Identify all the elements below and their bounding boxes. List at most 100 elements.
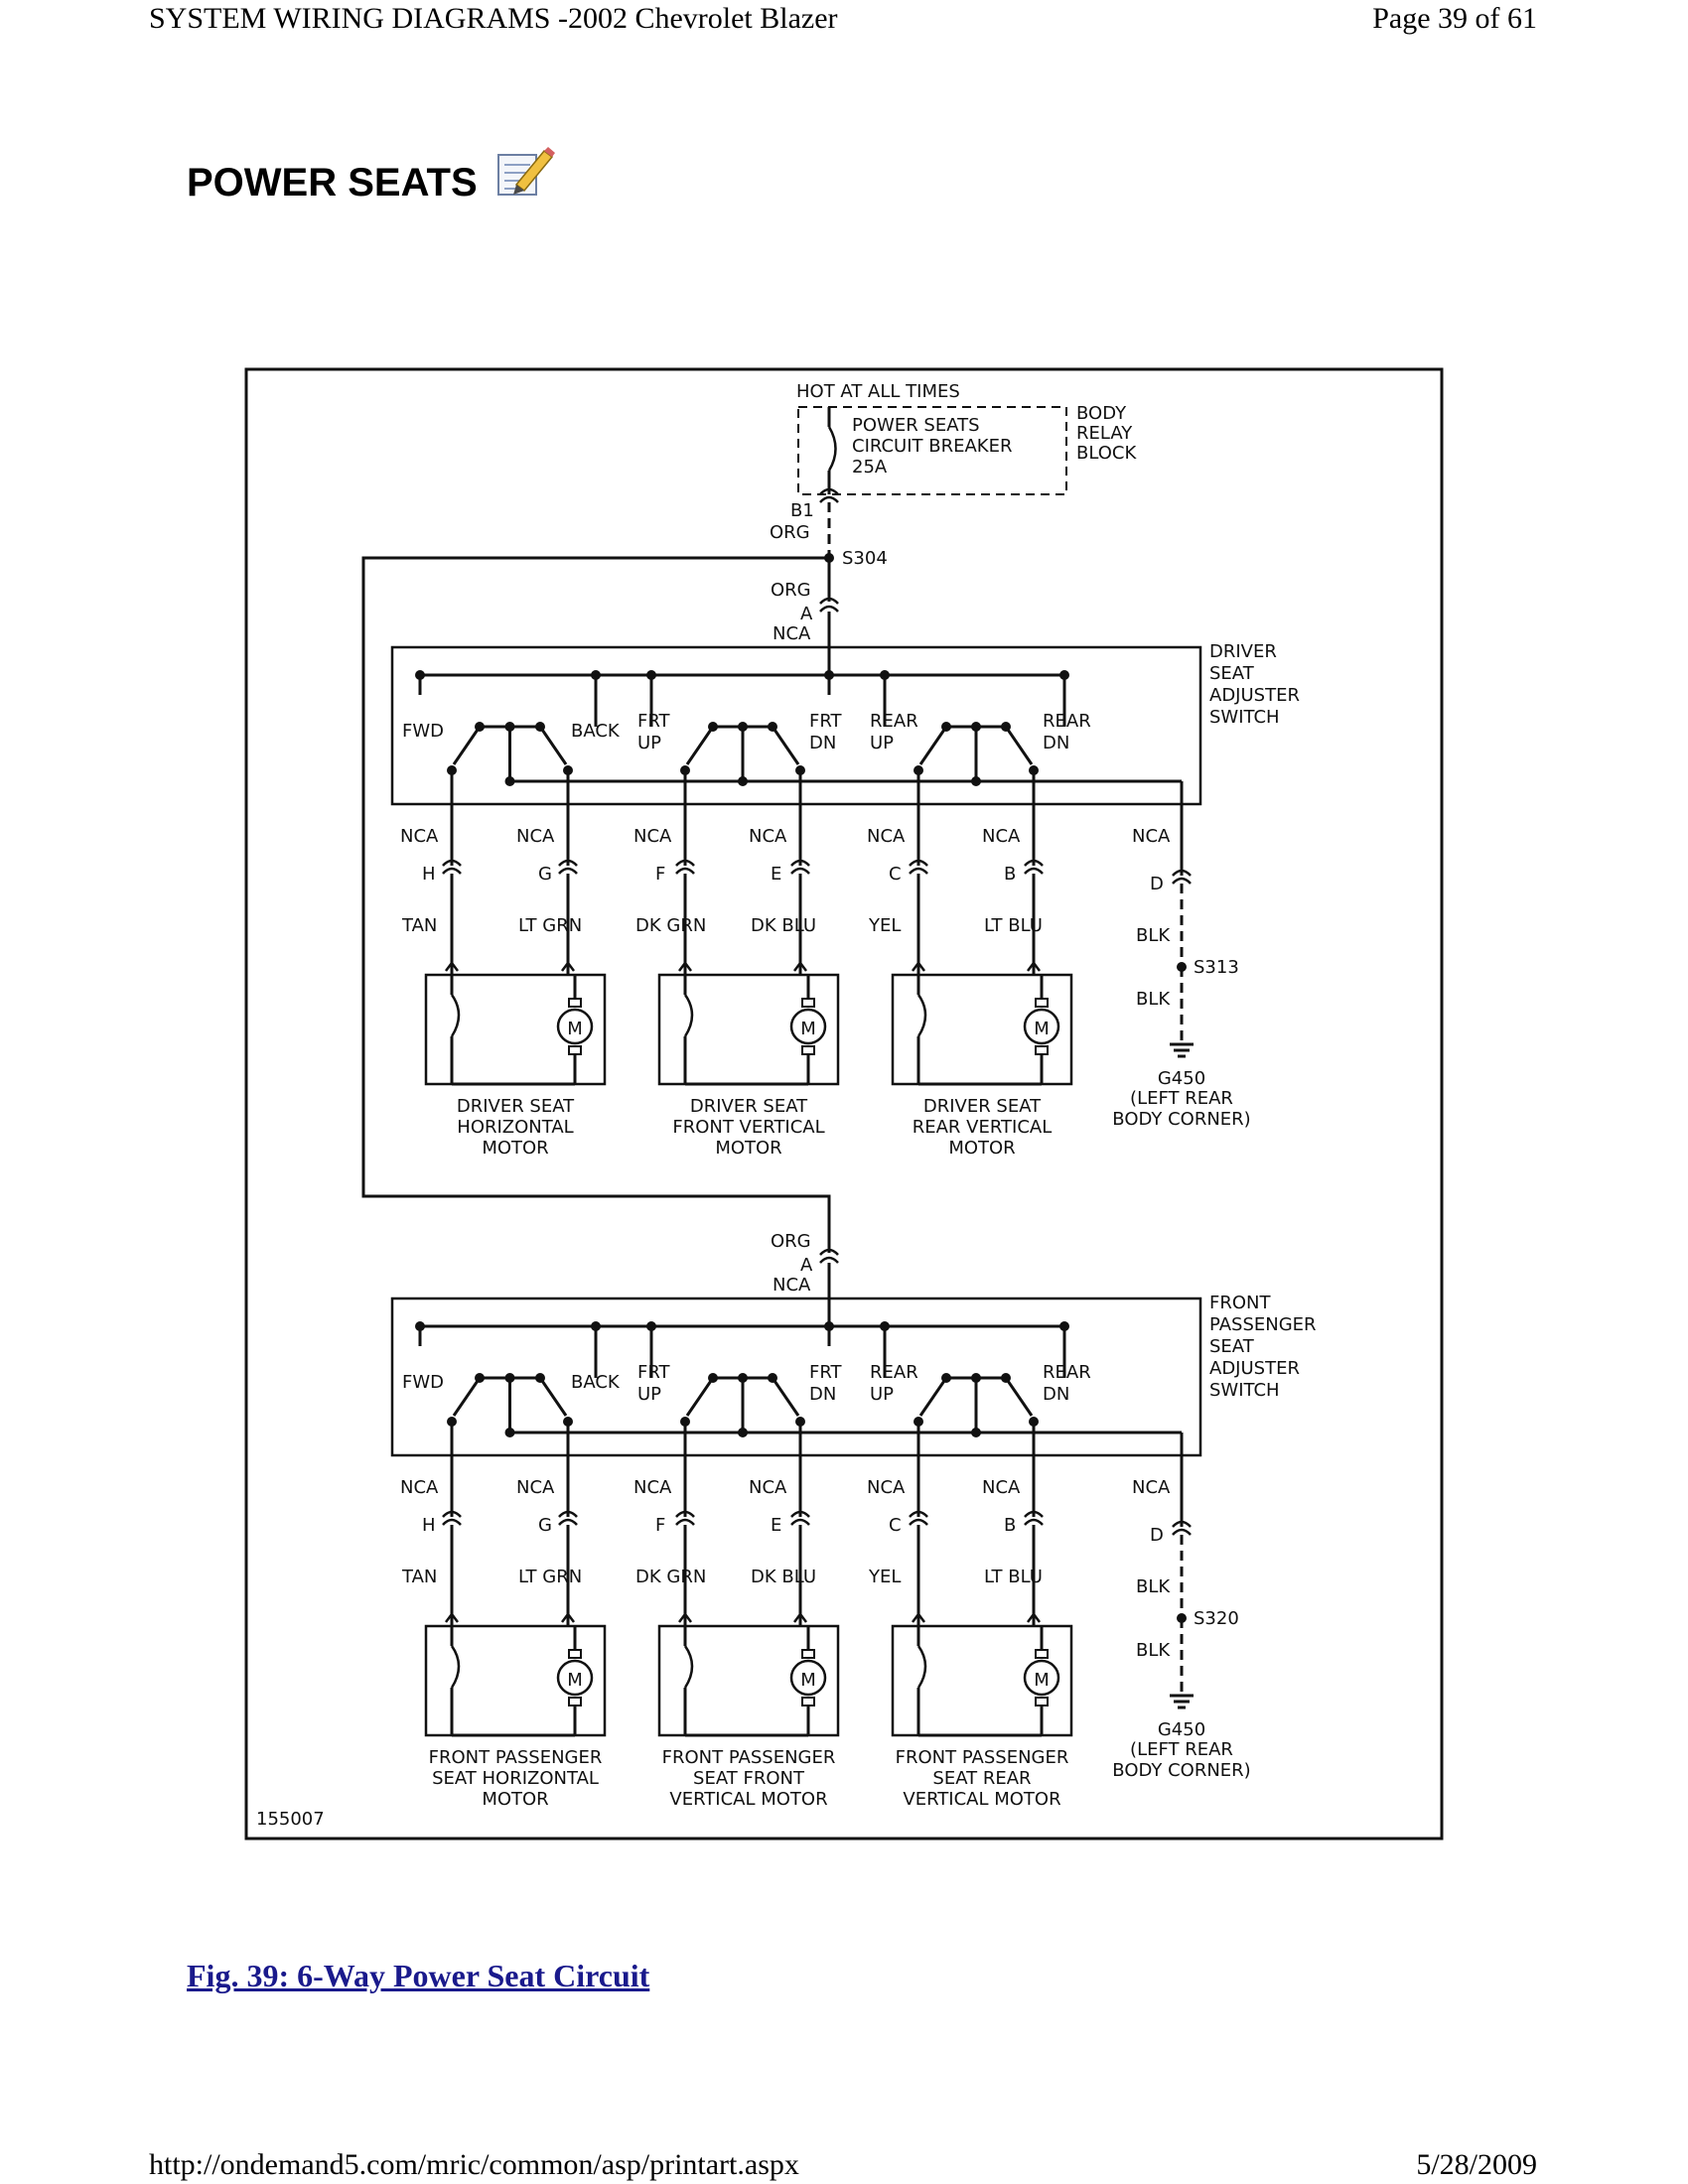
driver-seat-switch-box — [390, 645, 1202, 806]
driver-seat-pin-connector — [675, 867, 695, 875]
driver-seat-pin-connector — [442, 859, 462, 867]
driver-seat-ground-location: BODY CORNER) — [1112, 1109, 1250, 1130]
passenger-seat-bus-dot — [591, 1321, 601, 1331]
driver-seat-pin-connector — [790, 867, 810, 875]
passenger-seat-ground-connector — [1172, 1520, 1192, 1528]
driver-seat-motor-1-brush — [568, 1045, 582, 1055]
driver-seat-ground-id: G450 — [1158, 1068, 1205, 1089]
driver-seat-feed-wire-color: ORG — [771, 580, 811, 601]
passenger-seat-wire-color-label: TAN — [401, 1567, 437, 1587]
driver-seat-switch-blade — [538, 726, 568, 765]
b1-terminal-label: B1 — [790, 500, 814, 521]
driver-seat-direction-label: DN — [1043, 733, 1069, 753]
driver-seat-direction-label: UP — [870, 733, 894, 753]
passenger-seat-feed-wire-color: ORG — [771, 1231, 811, 1252]
passenger-seat-motor-1-motor-letter: M — [567, 1670, 583, 1691]
driver-seat-motor-1-motor-letter: M — [567, 1019, 583, 1039]
figure-caption-link[interactable]: Fig. 39: 6-Way Power Seat Circuit — [187, 1958, 650, 1993]
passenger-seat-motor-3-label: SEAT REAR — [932, 1768, 1031, 1789]
driver-seat-motor-1-label: MOTOR — [482, 1138, 548, 1159]
passenger-seat-direction-label: UP — [637, 1384, 661, 1405]
driver-seat-motor-3-brush — [1035, 998, 1049, 1008]
passenger-seat-switch-blade — [771, 1377, 800, 1417]
driver-seat-motor-2-label: MOTOR — [715, 1138, 781, 1159]
driver-seat-nca-label: NCA — [516, 826, 555, 847]
driver-seat-motor-1-label: HORIZONTAL — [457, 1117, 573, 1138]
driver-seat-motor-1-brush — [568, 998, 582, 1008]
passenger-seat-pin-connector — [1024, 1518, 1044, 1526]
passenger-seat-pin-label: B — [1004, 1515, 1016, 1536]
driver-seat-nca-label: NCA — [867, 826, 906, 847]
passenger-seat-nca-label: NCA — [749, 1477, 787, 1498]
passenger-seat-direction-label: REAR — [1043, 1362, 1091, 1383]
b1-connector — [819, 495, 839, 503]
driver-seat-bus-dot — [415, 670, 425, 680]
page-indicator: Page 39 of 61 — [1372, 2, 1537, 35]
passenger-seat-feed-connector — [819, 1256, 839, 1264]
passenger-seat-ground-location: BODY CORNER) — [1112, 1760, 1250, 1781]
body-relay-block-label: BLOCK — [1076, 443, 1137, 464]
driver-seat-ground-connector — [1172, 877, 1192, 885]
passenger-seat-motor-2-limit-switch — [683, 1645, 694, 1689]
driver-seat-pin-connector — [1024, 859, 1044, 867]
passenger-seat-bus-dot — [415, 1321, 425, 1331]
passenger-seat-pin-label: C — [889, 1515, 902, 1536]
driver-seat-ground-wire-color: BLK — [1136, 989, 1171, 1010]
driver-seat-nca-label: NCA — [400, 826, 439, 847]
driver-seat-bus-dot — [591, 670, 601, 680]
driver-seat-pin-connector — [790, 859, 810, 867]
passenger-seat-switch-label: FRONT — [1209, 1293, 1271, 1313]
passenger-seat-motor-1-motor-symbol — [556, 1659, 594, 1697]
passenger-seat-feed-nca-label: NCA — [773, 1275, 811, 1296]
driver-seat-switch-ground-dot — [504, 776, 515, 786]
splice-s304-label: S304 — [842, 548, 888, 569]
driver-seat-direction-label: REAR — [870, 711, 918, 732]
passenger-seat-motor-3-brush — [1035, 1697, 1049, 1706]
passenger-seat-motor-2-brush — [801, 1649, 815, 1659]
passenger-seat-switch-ground-dot — [971, 1428, 981, 1437]
passenger-seat-direction-label: REAR — [870, 1362, 918, 1383]
driver-seat-switch-ground-dot — [971, 776, 981, 786]
passenger-seat-direction-label: FRT — [637, 1362, 671, 1383]
driver-seat-pin-label: G — [538, 864, 552, 885]
driver-seat-pin-connector — [442, 867, 462, 875]
passenger-seat-pin-connector — [442, 1510, 462, 1518]
edit-note-icon[interactable] — [494, 145, 556, 201]
driver-seat-motor-3-motor-symbol — [1023, 1008, 1060, 1045]
driver-seat-feed-connector — [819, 605, 839, 613]
driver-seat-motor-2-brush — [801, 998, 815, 1008]
passenger-seat-motor-2-motor-letter: M — [800, 1670, 816, 1691]
driver-seat-pin-label: C — [889, 864, 902, 885]
driver-seat-switch-blade — [1004, 726, 1034, 765]
driver-seat-wire-color-label: DK BLU — [751, 915, 816, 936]
driver-seat-pin-label: F — [655, 864, 665, 885]
driver-seat-switch-blade — [771, 726, 800, 765]
driver-seat-motor-3-brush — [1035, 1045, 1049, 1055]
circuit-breaker-symbol — [827, 426, 837, 472]
driver-seat-motor-3-label: DRIVER SEAT — [923, 1096, 1042, 1117]
driver-seat-switch-label: SEAT — [1209, 663, 1255, 684]
passenger-seat-wire-color-label: LT BLU — [984, 1567, 1043, 1587]
passenger-seat-pin-connector — [909, 1510, 928, 1518]
passenger-seat-wire-color-label: DK GRN — [635, 1567, 706, 1587]
driver-seat-pin-connector — [909, 859, 928, 867]
driver-seat-feed-pin-label: A — [800, 604, 813, 624]
passenger-seat-motor-1-label: SEAT HORIZONTAL — [432, 1768, 599, 1789]
driver-seat-switch-blade — [685, 726, 715, 765]
driver-seat-switch-ground-dot — [738, 776, 748, 786]
passenger-seat-motor-3-label: VERTICAL MOTOR — [903, 1789, 1060, 1810]
driver-seat-wire-color-label: YEL — [868, 915, 901, 936]
driver-seat-feed-nca-label: NCA — [773, 623, 811, 644]
passenger-seat-motor-3-motor-letter: M — [1034, 1670, 1050, 1691]
circuit-breaker-label: POWER SEATS — [852, 415, 980, 436]
driver-seat-pin-connector — [1024, 867, 1044, 875]
driver-seat-direction-label: BACK — [571, 721, 621, 742]
passenger-seat-ground-connector — [1172, 1528, 1192, 1536]
passenger-seat-pin-label: H — [422, 1515, 436, 1536]
passenger-seat-pin-label: G — [538, 1515, 552, 1536]
driver-seat-ground-splice-label: S313 — [1194, 957, 1239, 978]
passenger-seat-switch-ground-dot — [738, 1428, 748, 1437]
passenger-seat-pin-label: E — [771, 1515, 781, 1536]
passenger-seat-ground-wire-color: BLK — [1136, 1576, 1171, 1597]
